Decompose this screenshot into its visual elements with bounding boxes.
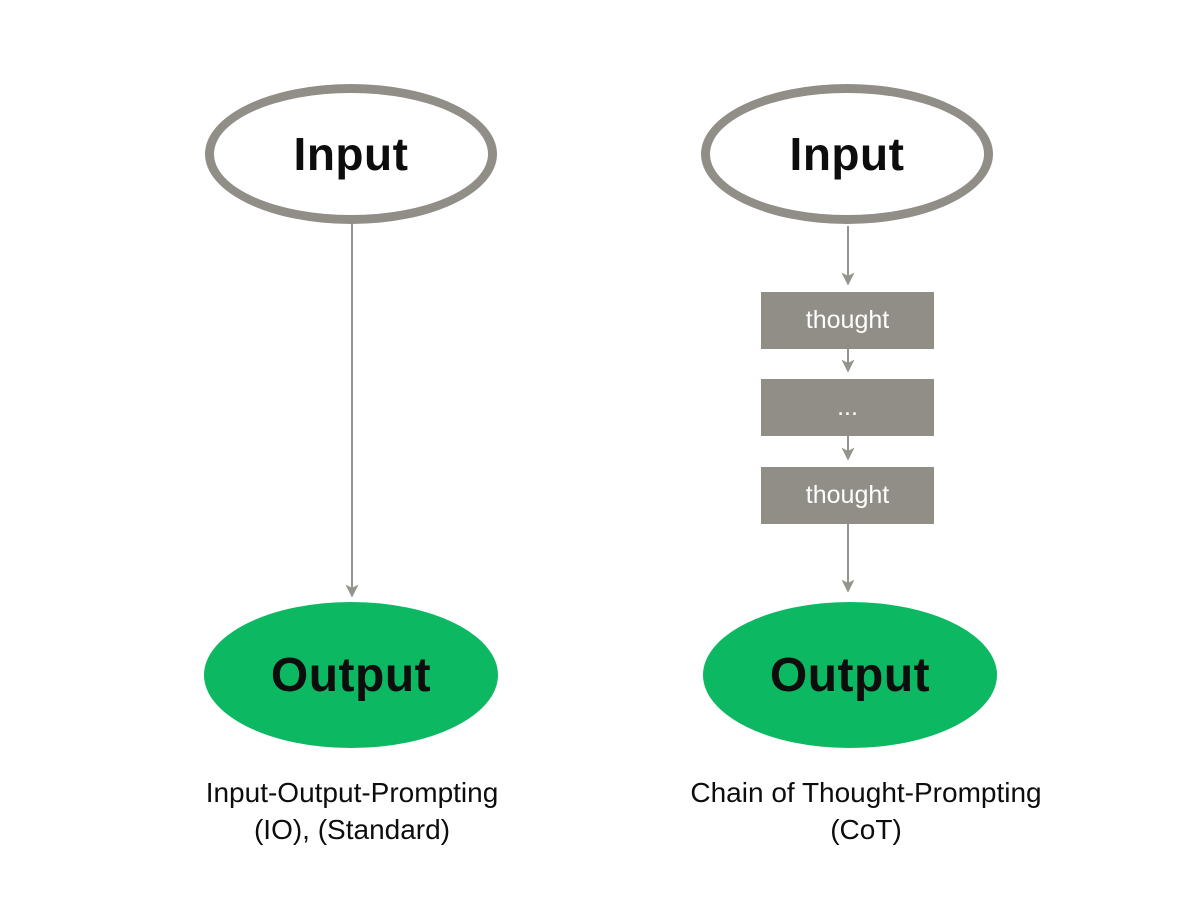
cot-thought-label-1: thought <box>805 306 890 334</box>
cot-thought-node-1: thought <box>761 292 934 349</box>
cot-ellipsis-node: ... <box>761 379 934 436</box>
io-caption-line1: Input-Output-Prompting <box>205 777 499 808</box>
cot-caption-line1: Chain of Thought-Prompting <box>690 777 1042 808</box>
cot-input-label: Input <box>789 128 905 180</box>
cot-caption: Chain of Thought-Prompting (CoT) <box>666 774 1066 848</box>
io-caption-line2: (IO), (Standard) <box>253 814 451 845</box>
cot-ellipsis-label: ... <box>837 393 858 421</box>
io-input-node: Input <box>205 84 497 224</box>
cot-thought-label-2: thought <box>805 481 890 509</box>
io-input-label: Input <box>293 128 409 180</box>
io-caption: Input-Output-Prompting (IO), (Standard) <box>152 774 552 848</box>
cot-output-label: Output <box>769 648 931 702</box>
io-output-label: Output <box>270 648 432 702</box>
cot-output-node: Output <box>703 602 997 748</box>
io-output-node: Output <box>204 602 498 748</box>
cot-input-node: Input <box>701 84 993 224</box>
cot-caption-line2: (CoT) <box>830 814 902 845</box>
cot-thought-node-2: thought <box>761 467 934 524</box>
